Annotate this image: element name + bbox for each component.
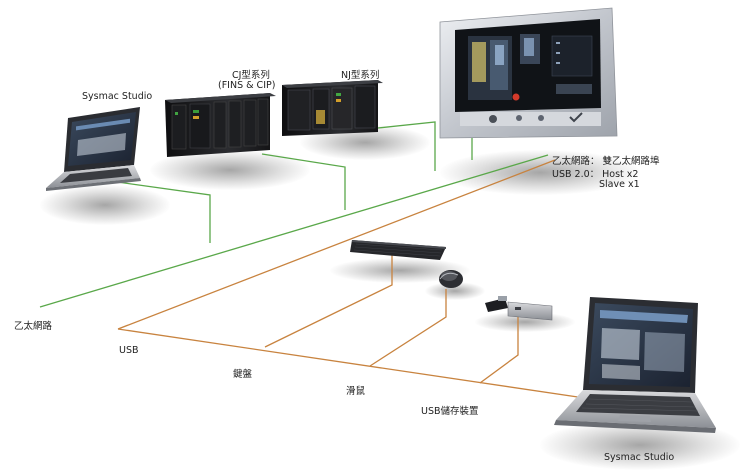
ethernet-drop-laptop — [109, 180, 211, 243]
label-keyboard: 鍵盤 — [233, 369, 253, 380]
label-ethernet-spec: 乙太網路： 雙乙太網路埠 — [552, 156, 660, 167]
ethernet-backbone — [39, 154, 549, 308]
label-usb-storage: USB儲存裝置 — [421, 406, 479, 417]
label-sysmac-studio-bottom: Sysmac Studio — [604, 452, 675, 463]
usb-network — [117, 159, 599, 401]
ethernet-drop-cj — [261, 153, 346, 210]
usb-drop-keyboard — [264, 254, 393, 348]
label-usb: USB — [119, 345, 139, 356]
usb-drop-storage — [479, 312, 519, 384]
label-usb-slave: Slave x1 — [599, 179, 640, 190]
mouse — [439, 270, 463, 288]
label-usb-spec: USB 2.0： Host x2 — [552, 169, 639, 180]
cj-plc-shadow — [150, 150, 310, 190]
usb-drive — [485, 296, 553, 321]
laptop-bottom — [554, 297, 716, 433]
usb-floor-line — [117, 328, 599, 401]
label-nj-series: NJ型系列 — [341, 70, 380, 81]
keyboard — [350, 240, 446, 260]
hmi-panel — [439, 7, 618, 139]
usb-drop-mouse — [369, 289, 447, 367]
label-ethernet: 乙太網路 — [14, 321, 53, 332]
laptop-top-shadow — [40, 185, 170, 225]
mouse-shadow — [425, 282, 485, 300]
ethernet-drop-nj — [377, 121, 436, 171]
label-mouse: 滑鼠 — [346, 386, 366, 397]
ethernet-network — [39, 121, 549, 308]
label-sysmac-studio-top: Sysmac Studio — [82, 91, 153, 102]
nj-plc — [282, 80, 383, 136]
laptop-top — [46, 107, 141, 191]
label-cj-series: CJ型系列 — [232, 70, 270, 81]
cj-plc — [165, 93, 276, 157]
usb-backbone — [117, 159, 556, 330]
label-cj-protocols: (FINS & CIP) — [218, 80, 276, 91]
